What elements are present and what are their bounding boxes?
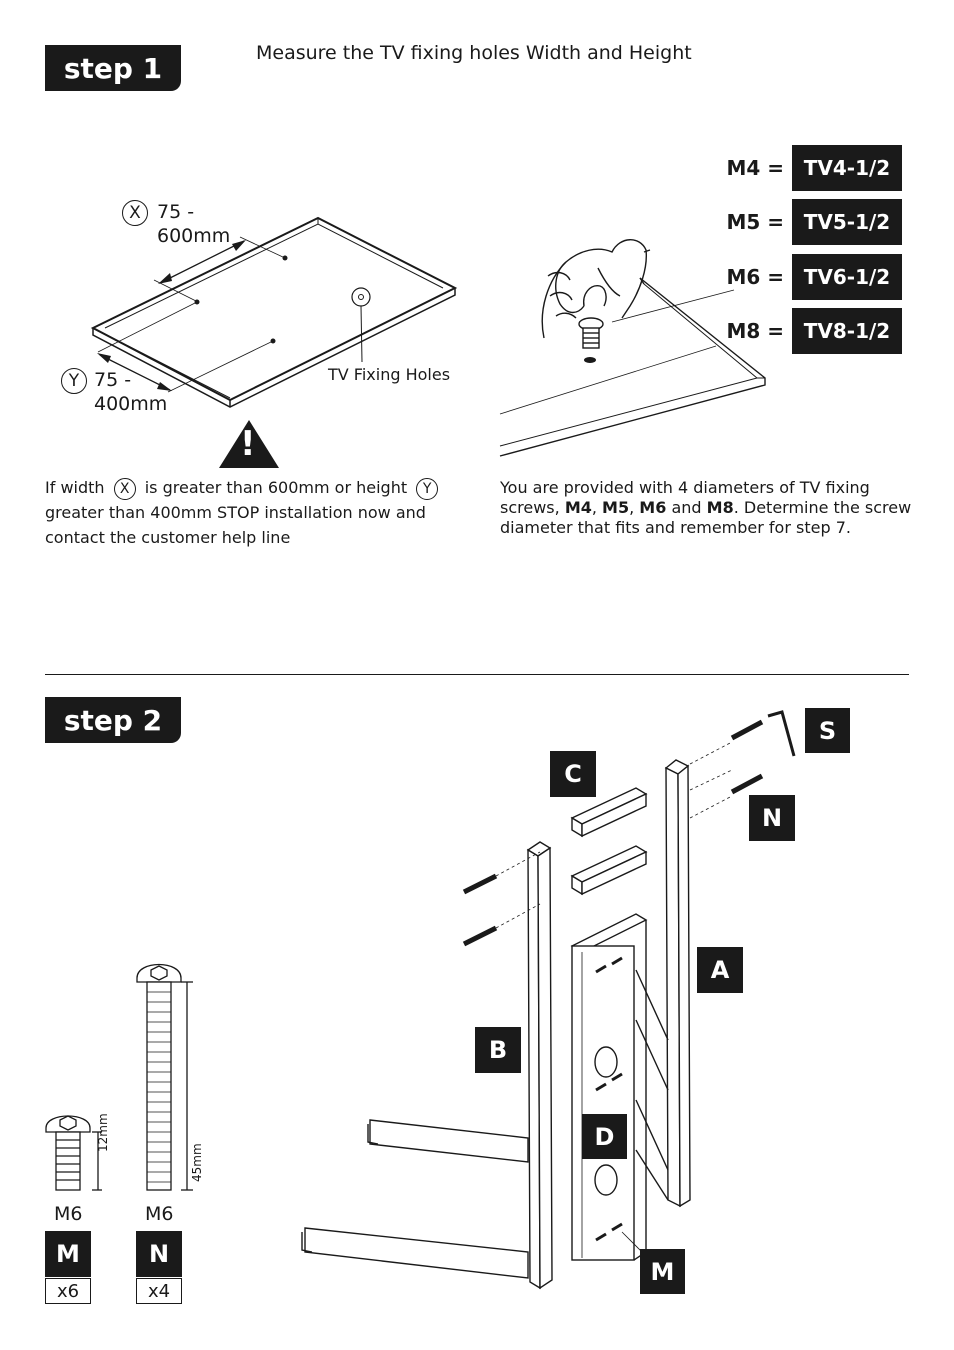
screw-m-illustration (45, 1115, 102, 1191)
y-range-line1: 75 - (94, 369, 132, 391)
screw-n-qty: x4 (136, 1278, 182, 1304)
step1-badge: step 1 (45, 45, 181, 91)
tv-fixing-holes-label: TV Fixing Holes (328, 365, 451, 384)
part-label-n: N (749, 795, 795, 841)
provided-screws-text: You are provided with 4 diameters of TV … (500, 478, 912, 537)
screw-m-qty: x6 (45, 1278, 91, 1304)
screw-n-size: M6 (145, 1203, 174, 1225)
screw-size-row: M5 = TV5-1/2 (726, 199, 902, 245)
y-badge: Y (61, 368, 87, 394)
step2-badge: step 2 (45, 697, 181, 743)
screw-m-size: M6 (54, 1203, 83, 1225)
tv-panel-illustration (90, 216, 458, 408)
warning-x-badge: X (113, 477, 136, 500)
section-divider (45, 674, 909, 675)
screw-n-label: N (136, 1231, 182, 1277)
part-label-d: D (582, 1114, 627, 1159)
screw-m-length: 12mm (96, 1113, 110, 1152)
screw-m-label: M (45, 1231, 91, 1277)
screw-size-row: M4 = TV4-1/2 (726, 145, 902, 191)
screw-size-row: M8 = TV8-1/2 (726, 308, 902, 354)
screw-size-row: M6 = TV6-1/2 (726, 254, 902, 300)
y-range-line2: 400mm (94, 393, 168, 415)
part-label-a: A (697, 947, 743, 993)
x-badge: X (122, 200, 148, 226)
hand-screw-illustration (541, 239, 651, 349)
part-label-b: B (475, 1027, 521, 1073)
warning-y-badge: Y (416, 477, 439, 500)
part-label-c: C (550, 751, 596, 797)
step1-heading: Measure the TV fixing holes Width and He… (256, 42, 692, 64)
part-label-s: S (805, 708, 850, 753)
warning-symbol: ! (240, 424, 256, 464)
screw-n-illustration (136, 964, 193, 1191)
screw-n-length: 45mm (190, 1143, 204, 1182)
x-range-line1: 75 - (157, 201, 195, 223)
warning-triangle (219, 420, 279, 468)
stand-assembly-illustration (301, 710, 796, 1290)
part-label-m: M (640, 1249, 685, 1294)
warning-text: If width X is greater than 600mm or heig… (45, 475, 475, 550)
x-range-line2: 600mm (157, 225, 231, 247)
